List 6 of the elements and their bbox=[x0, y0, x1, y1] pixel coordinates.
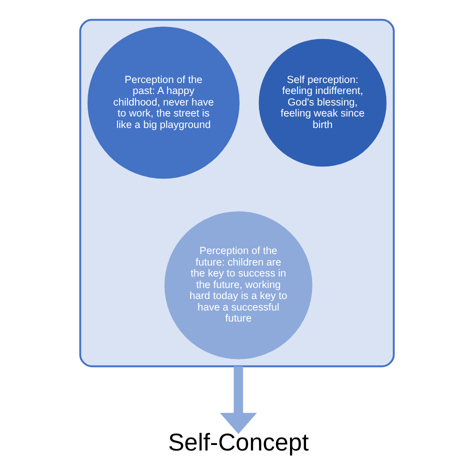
node-circle: Perception of the past: A happy childhood, never have to work, the street is like a big playground bbox=[88, 26, 240, 179]
arrow bbox=[220, 366, 257, 434]
node-circle: Self perception: feeling indifferent, God's blessing, feeling weak since birth bbox=[258, 38, 387, 167]
node-circle: Perception of the future: children are the key to success in the future, working hard today is a key to have a successful future bbox=[164, 211, 312, 360]
node-text: Self-Concept bbox=[168, 429, 309, 456]
cluster bbox=[79, 18, 395, 368]
